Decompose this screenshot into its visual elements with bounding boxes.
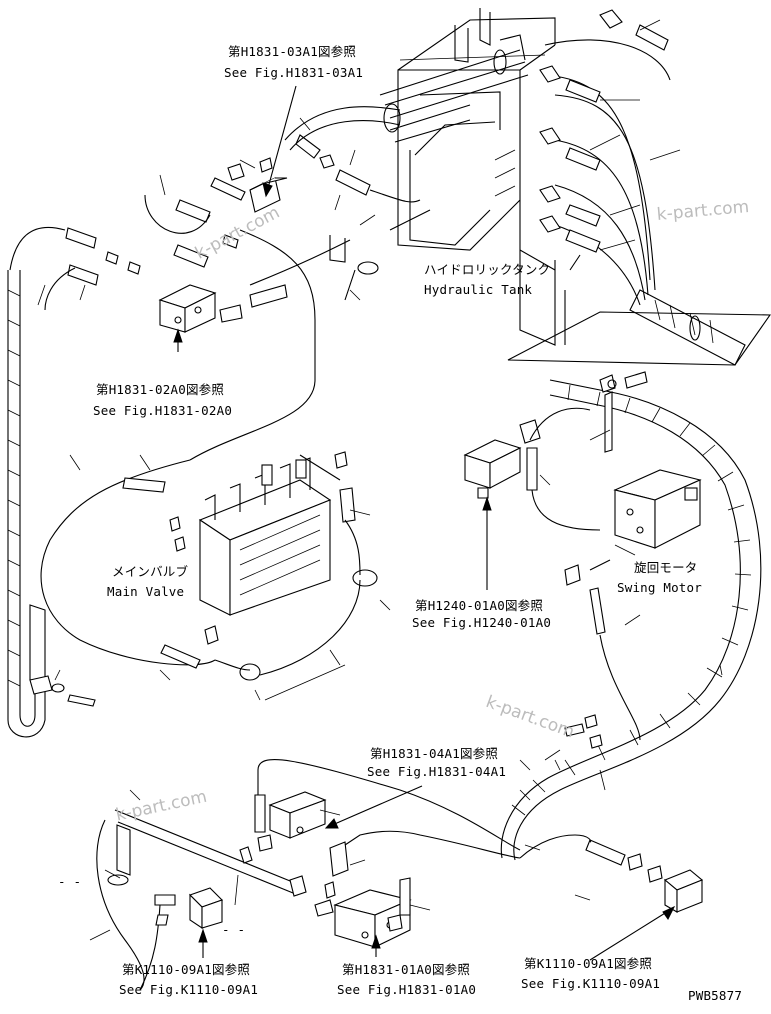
hydraulic-tank-drawing [379,8,771,366]
ref-k1110-09a1-right-jp: 第K1110-09A1図参照 [524,956,653,971]
hydraulic-tank-label-jp: ハイドロリックタンク [424,262,551,277]
ref-h1831-03a1-jp: 第H1831-03A1図参照 [228,44,357,59]
swing-motor-label-jp: 旋回モータ [634,560,698,575]
tank-right-hoses [539,9,746,366]
drawing-number: PWB5877 [688,988,743,1003]
upper-left-hoses [7,106,431,738]
ref-h1831-01a0-en: See Fig.H1831-01A0 [337,982,477,997]
ref-h1831-02a0-en: See Fig.H1831-02A0 [93,403,233,418]
ref-k1110-09a1-left-jp: 第K1110-09A1図参照 [122,962,251,977]
dash-mark-2: - - [222,922,246,937]
ref-k1110-09a1-right-en: See Fig.K1110-09A1 [521,976,661,991]
lower-hoses [89,759,704,991]
pointer-arrows [173,85,676,961]
ref-h1831-01a0-jp: 第H1831-01A0図参照 [342,962,471,977]
swing-motor-label-en: Swing Motor [617,580,702,595]
dash-mark-1: - - [58,874,82,889]
ref-h1831-02a0-jp: 第H1831-02A0図参照 [96,382,225,397]
main-valve-label-en: Main Valve [107,584,185,599]
main-valve-label-jp: メインバルブ [112,564,189,579]
ref-h1831-03a1-en: See Fig.H1831-03A1 [224,65,364,80]
ref-h1831-04a1-en: See Fig.H1831-04A1 [367,764,507,779]
ref-h1240-01a0-jp: 第H1240-01A0図参照 [415,598,544,613]
swing-motor-drawing [463,371,762,861]
ref-h1240-01a0-en: See Fig.H1240-01A0 [412,615,552,630]
ref-h1831-04a1-jp: 第H1831-04A1図参照 [370,746,499,761]
main-valve-drawing [122,451,391,701]
ref-k1110-09a1-left-en: See Fig.K1110-09A1 [119,982,259,997]
hydraulic-tank-label-en: Hydraulic Tank [424,282,533,297]
